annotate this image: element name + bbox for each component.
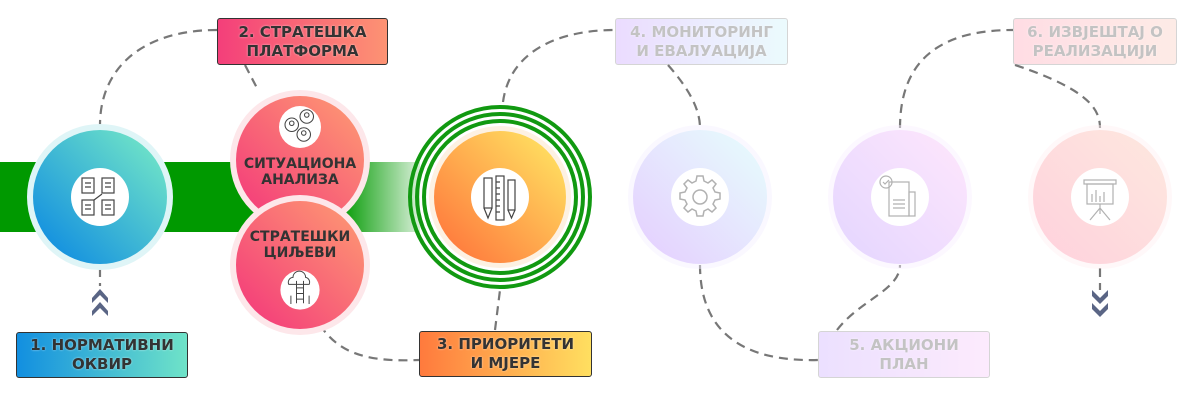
- documents-exchange-icon: [81, 177, 115, 216]
- step-2-label-text: 2. СТРАТЕШКА ПЛАТФОРМА: [238, 22, 367, 60]
- step-2-strategic-goals-circle[interactable]: [230, 195, 370, 335]
- step-4-circle[interactable]: [628, 125, 772, 269]
- step-5-circle[interactable]: [828, 125, 972, 269]
- presentation-chart-icon: [1083, 179, 1117, 221]
- step-2-situation-analysis-circle[interactable]: [230, 90, 370, 230]
- chevron-down-icon: [1092, 290, 1108, 317]
- cloud-ladder-icon: [287, 270, 311, 305]
- document-check-icon: [879, 175, 916, 217]
- pencil-ruler-icon: [483, 175, 516, 221]
- step-3-label[interactable]: 3. ПРИОРИТЕТИ И МЈЕРЕ: [419, 331, 592, 377]
- step-1-circle[interactable]: [27, 124, 173, 270]
- connectors: [98, 28, 1102, 362]
- step-2-label[interactable]: 2. СТРАТЕШКА ПЛАТФОРМА: [217, 18, 388, 65]
- situation-analysis-title: СИТУАЦИОНА АНАЛИЗА: [243, 156, 357, 188]
- step-6-label[interactable]: 6. ИЗВЈЕШТАЈ О РЕАЛИЗАЦИЈИ: [1013, 18, 1177, 65]
- step-6-circle[interactable]: [1028, 125, 1172, 269]
- step-1-label[interactable]: 1. НОРМАТИВНИ ОКВИР: [16, 332, 188, 378]
- gear-icon: [679, 175, 721, 217]
- people-discussion-icon: [284, 109, 315, 142]
- step-4-label-text: 4. МОНИТОРИНГ И ЕВАЛУАЦИЈА: [630, 22, 773, 60]
- step-5-label-text: 5. АКЦИОНИ ПЛАН: [849, 335, 959, 373]
- strategic-goals-title: СТРАТЕШКИ ЦИЉЕВИ: [249, 229, 351, 261]
- step-6-label-text: 6. ИЗВЈЕШТАЈ О РЕАЛИЗАЦИЈИ: [1027, 22, 1163, 60]
- step-5-label[interactable]: 5. АКЦИОНИ ПЛАН: [818, 331, 990, 378]
- step-3-circle[interactable]: [408, 105, 592, 289]
- chevron-up-icon: [92, 289, 108, 316]
- step-4-label[interactable]: 4. МОНИТОРИНГ И ЕВАЛУАЦИЈА: [615, 18, 788, 65]
- step-1-label-text: 1. НОРМАТИВНИ ОКВИР: [30, 336, 174, 373]
- step-3-label-text: 3. ПРИОРИТЕТИ И МЈЕРЕ: [436, 335, 575, 372]
